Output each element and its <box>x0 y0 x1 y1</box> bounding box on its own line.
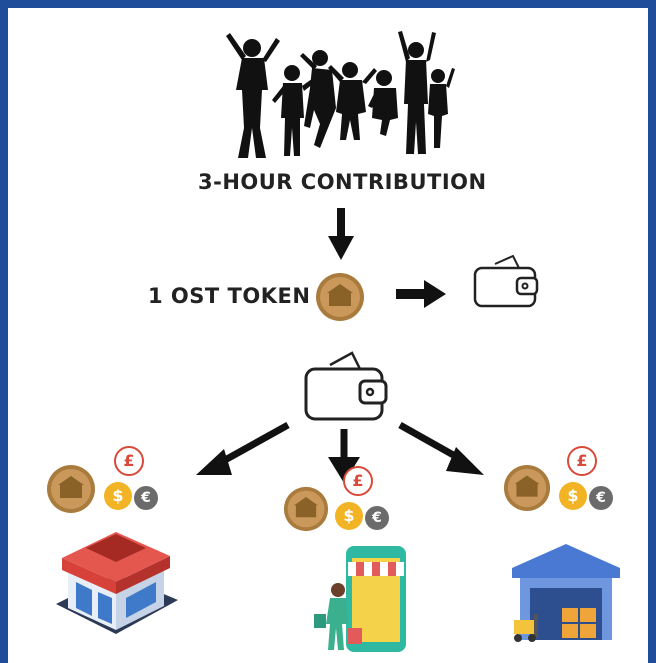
wallet-icon <box>304 351 388 421</box>
dollar-coin-icon: $ <box>559 482 587 510</box>
euro-coin-icon: € <box>134 486 158 510</box>
diagram-canvas: 3-HOUR CONTRIBUTION 1 OST TOKEN <box>8 8 648 663</box>
pound-coin-icon: £ <box>567 446 597 476</box>
token-coin-icon <box>503 464 551 512</box>
token-coin-icon <box>47 465 95 513</box>
store-icon <box>56 532 178 634</box>
right-arrow-icon <box>396 280 446 308</box>
token-coin-icon <box>283 486 329 532</box>
dollar-coin-icon: $ <box>335 502 363 530</box>
coin-cluster: £ $ € <box>283 466 403 536</box>
coin-cluster: £ $ € <box>46 446 166 516</box>
down-arrow-icon <box>328 208 354 260</box>
people-silhouette-icon <box>226 31 455 158</box>
warehouse-icon <box>512 544 620 642</box>
contribution-title: 3-HOUR CONTRIBUTION <box>198 170 487 194</box>
dollar-coin-icon: $ <box>104 482 132 510</box>
token-label: 1 OST TOKEN <box>148 284 311 308</box>
coin-cluster: £ $ € <box>503 446 623 516</box>
wallet-icon <box>473 254 539 308</box>
down-arrow-icon <box>196 421 484 483</box>
mobile-shop-icon <box>314 546 406 652</box>
pound-coin-icon: £ <box>343 466 373 496</box>
euro-coin-icon: € <box>365 506 389 530</box>
pound-coin-icon: £ <box>114 446 144 476</box>
token-coin-icon <box>316 273 364 321</box>
euro-coin-icon: € <box>589 486 613 510</box>
